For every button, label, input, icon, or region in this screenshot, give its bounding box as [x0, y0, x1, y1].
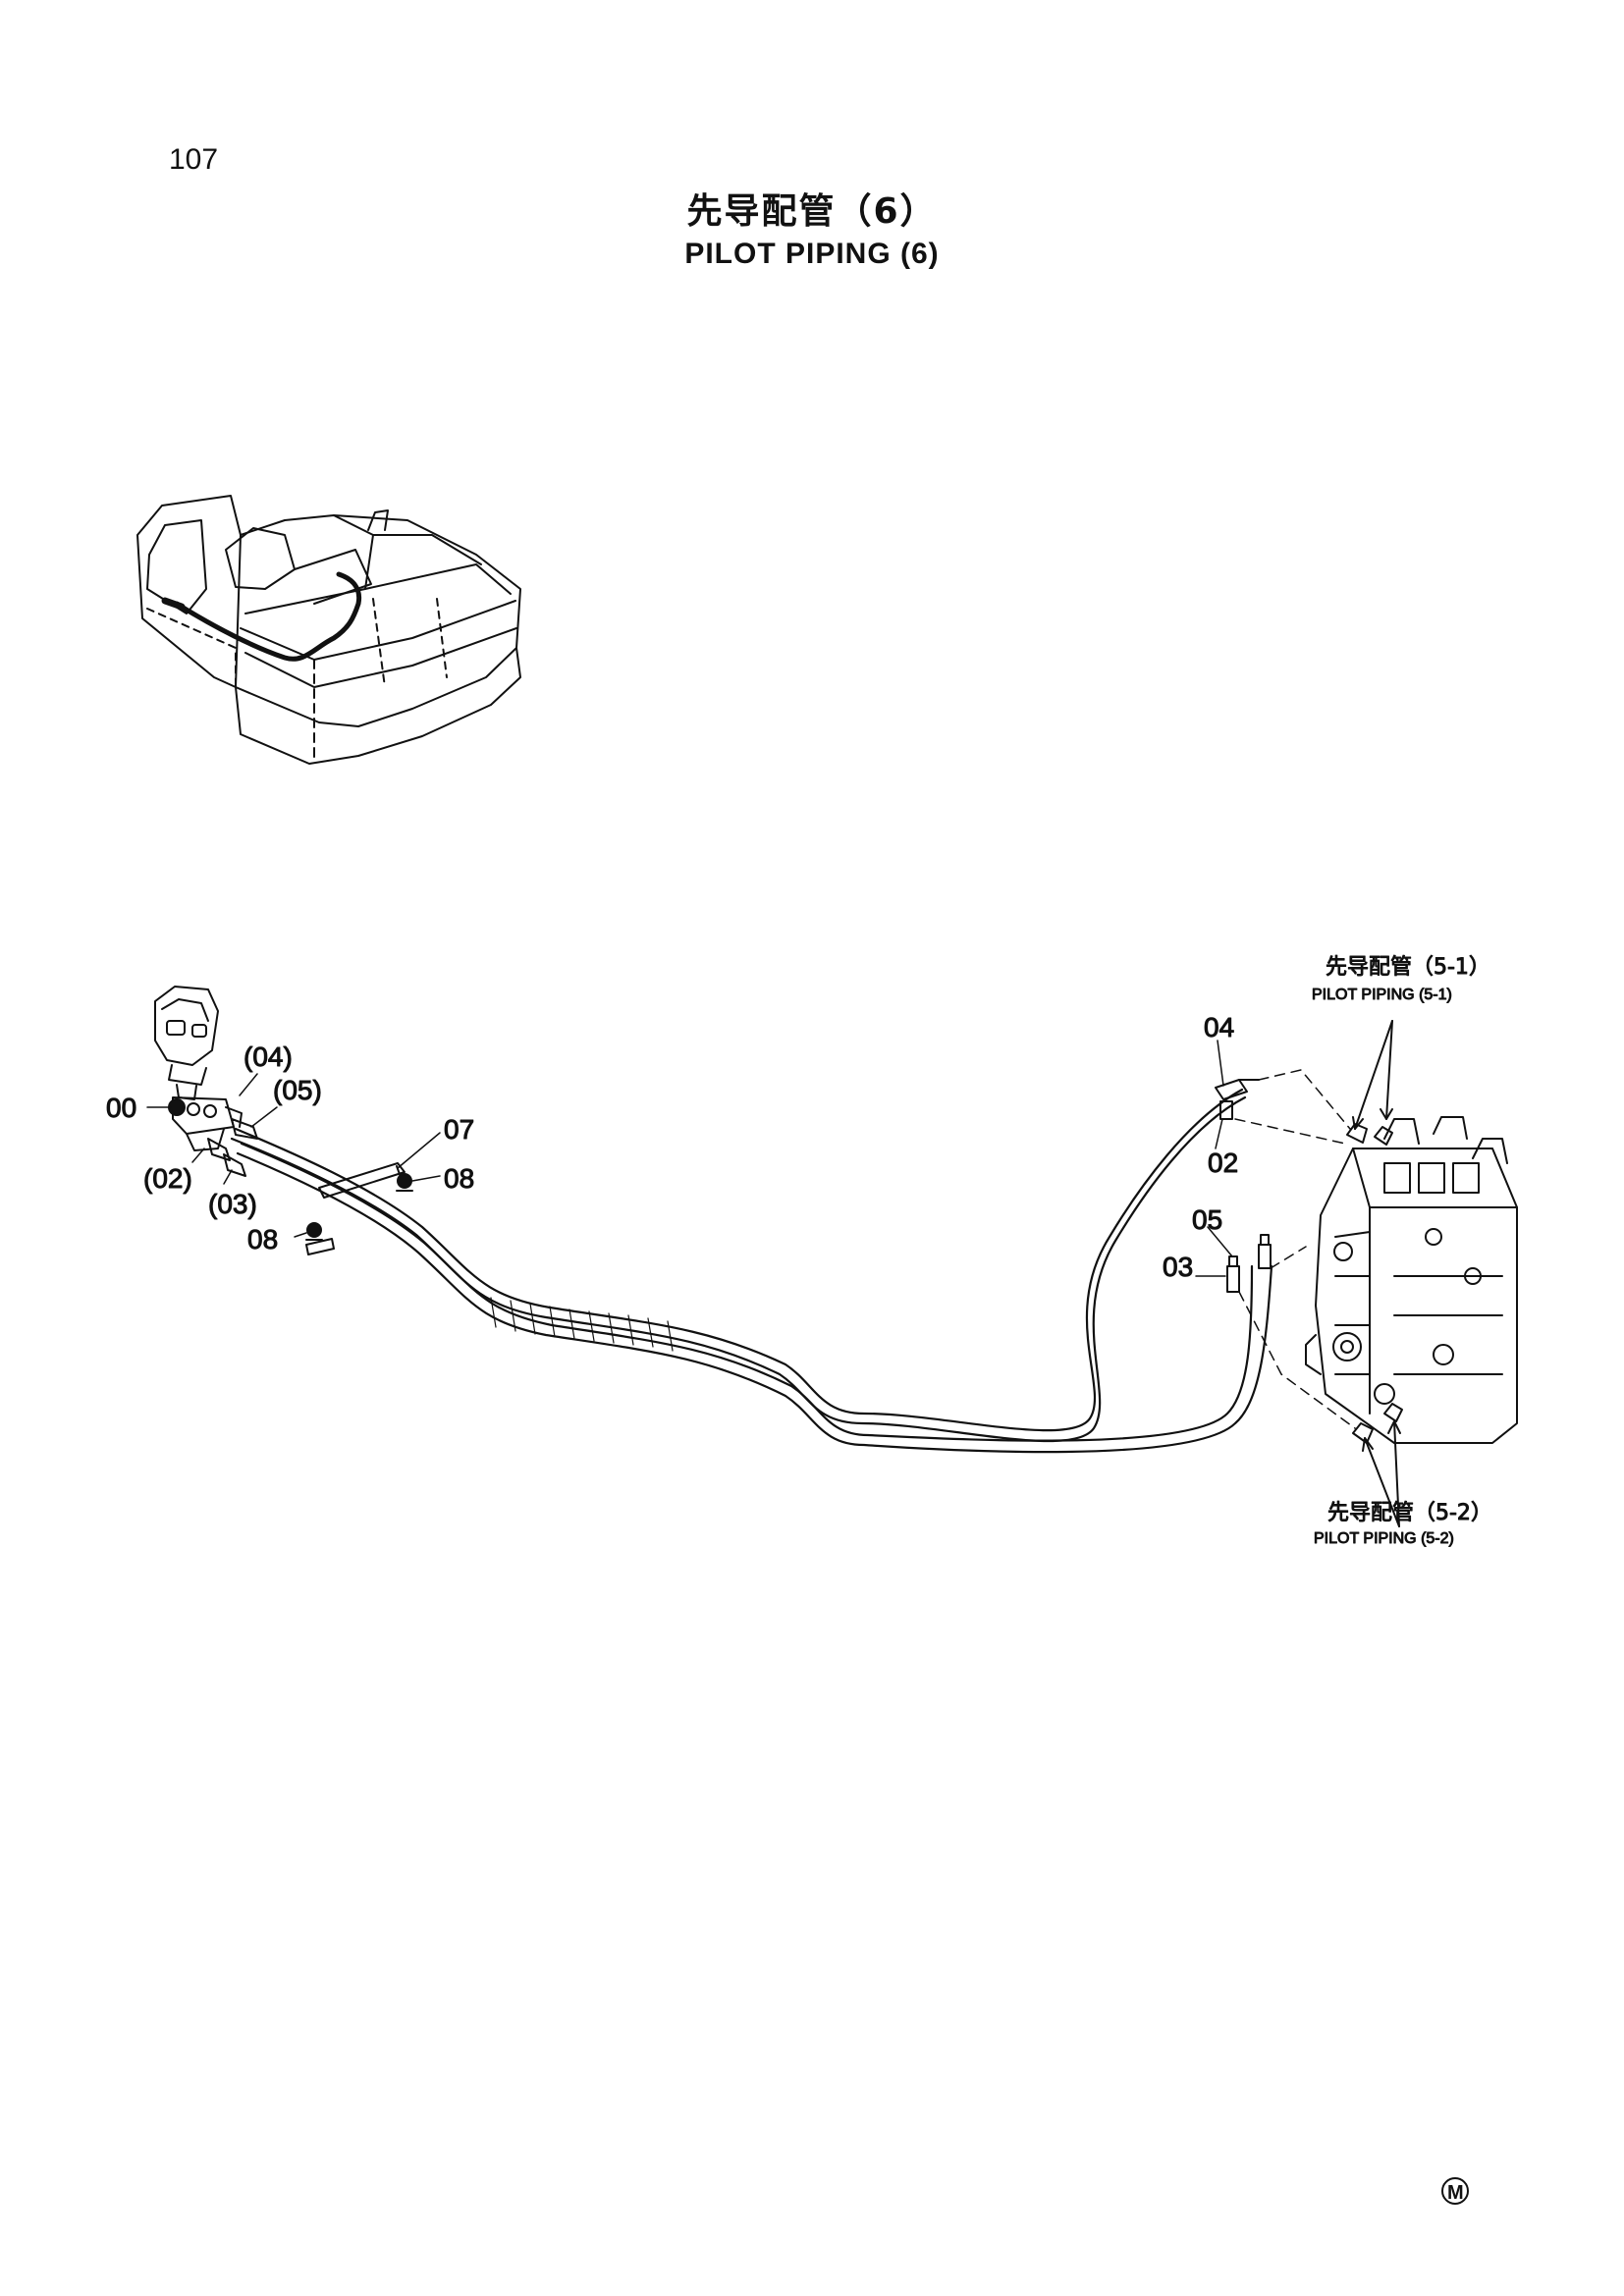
callout-leaders [146, 1040, 1233, 1277]
callout-03: 03 [1163, 1252, 1193, 1282]
hose-end-fittings [1215, 1079, 1272, 1293]
callout-03-paren: (03) [208, 1189, 257, 1219]
reference-5-1-en: PILOT PIPING (5-1) [1312, 987, 1452, 1003]
dashed-leaders [1234, 1069, 1356, 1429]
callout-00: 00 [106, 1093, 136, 1123]
callout-05: 05 [1192, 1204, 1222, 1235]
callout-05-paren: (05) [273, 1075, 322, 1105]
reference-5-2-en: PILOT PIPING (5-2) [1314, 1530, 1454, 1547]
callout-04-paren: (04) [244, 1041, 293, 1072]
callout-02: 02 [1208, 1148, 1238, 1178]
callout-08-lower: 08 [247, 1224, 278, 1255]
callout-07: 07 [444, 1114, 474, 1145]
circled-m-letter: M [1447, 2182, 1464, 2204]
control-valve [1305, 1116, 1518, 1444]
nut-08-lower [305, 1222, 323, 1241]
hose-bundle [230, 1088, 1273, 1454]
pilot-valve-assembly [154, 986, 258, 1177]
page-number: 107 [169, 143, 219, 176]
reference-5-1-cn: 先导配管（5-1） [1326, 955, 1490, 980]
excavator-overview [136, 495, 521, 765]
callout-08-right: 08 [444, 1163, 474, 1194]
page-title-en: PILOT PIPING (6) [684, 238, 940, 270]
circled-m-mark: M [1441, 2177, 1469, 2205]
nut-08-right [396, 1173, 413, 1192]
callout-02-paren: (02) [143, 1163, 192, 1194]
reference-arrows [1352, 1020, 1401, 1527]
callout-04: 04 [1204, 1012, 1234, 1042]
page-title-cn: 先导配管（6） [686, 191, 938, 232]
reference-5-2-cn: 先导配管（5-2） [1327, 1501, 1492, 1525]
